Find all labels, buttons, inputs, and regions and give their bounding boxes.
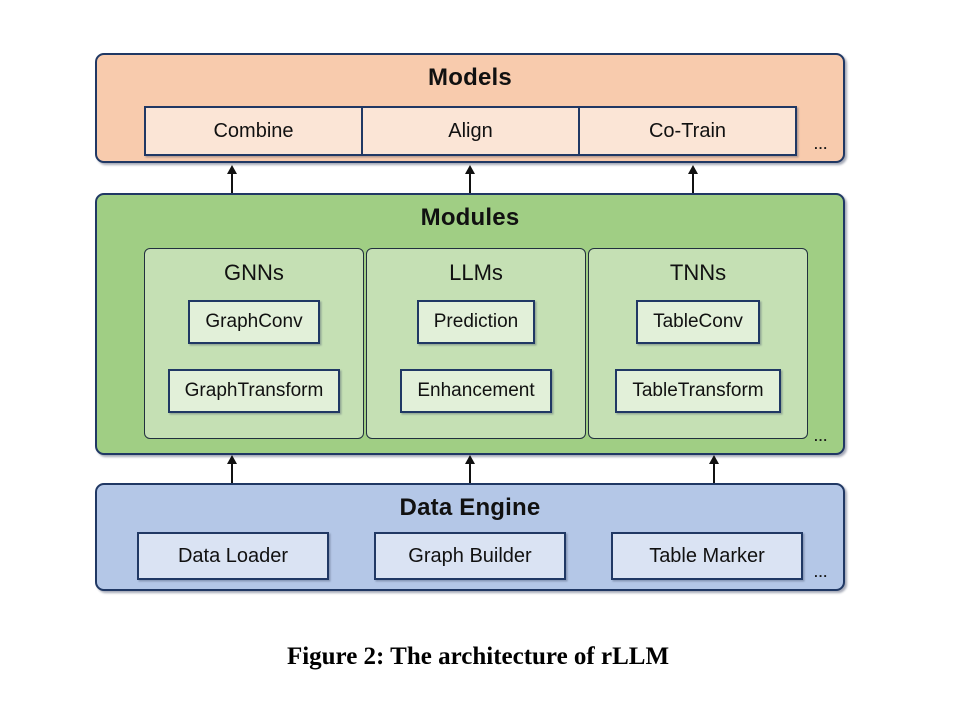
models-layer: Models Combine Align Co-Train ...: [95, 53, 845, 163]
up-arrow-data-to-modules-right: [709, 455, 719, 484]
models-item-combine: Combine: [144, 106, 363, 156]
gnns-title: GNNs: [224, 260, 284, 285]
module-column-llms: LLMs Prediction Enhancement: [366, 248, 586, 439]
chip-tabletransform: TableTransform: [615, 369, 781, 413]
modules-columns: GNNs GraphConv GraphTransform LLMs Predi…: [144, 248, 808, 439]
module-column-tnns: TNNs TableConv TableTransform: [588, 248, 808, 439]
models-title: Models: [428, 64, 512, 91]
figure-caption: Figure 2: The architecture of rLLM: [286, 643, 670, 670]
up-arrow-data-to-modules-left: [227, 455, 237, 484]
data-engine-items: Data Loader Graph Builder Table Marker: [137, 532, 803, 580]
up-arrow-modules-to-models-left: [227, 165, 237, 194]
data-engine-layer: Data Engine Data Loader Graph Builder Ta…: [95, 483, 845, 591]
chip-graphtransform: GraphTransform: [167, 369, 341, 413]
models-item-co-train: Co-Train: [578, 106, 797, 156]
chip-prediction: Prediction: [416, 300, 536, 344]
chip-enhancement: Enhancement: [400, 369, 552, 413]
chip-tableconv: TableConv: [636, 300, 760, 344]
chip-table-marker: Table Marker: [611, 532, 803, 580]
models-ellipsis: ...: [814, 137, 828, 152]
chip-graphconv: GraphConv: [188, 300, 320, 344]
up-arrow-data-to-modules-center: [465, 455, 475, 484]
up-arrow-modules-to-models-center: [465, 165, 475, 194]
data-engine-title: Data Engine: [399, 494, 541, 521]
modules-title: Modules: [420, 204, 520, 231]
models-items-strip: Combine Align Co-Train: [144, 106, 797, 156]
tnns-title: TNNs: [669, 260, 727, 285]
chip-graph-builder: Graph Builder: [374, 532, 566, 580]
modules-ellipsis: ...: [814, 429, 828, 444]
module-column-gnns: GNNs GraphConv GraphTransform: [144, 248, 364, 439]
up-arrow-modules-to-models-right: [688, 165, 698, 194]
chip-data-loader: Data Loader: [137, 532, 329, 580]
data-engine-ellipsis: ...: [814, 565, 828, 580]
models-item-align: Align: [361, 106, 580, 156]
modules-layer: Modules GNNs GraphConv GraphTransform LL…: [95, 193, 845, 455]
llms-title: LLMs: [449, 260, 503, 285]
